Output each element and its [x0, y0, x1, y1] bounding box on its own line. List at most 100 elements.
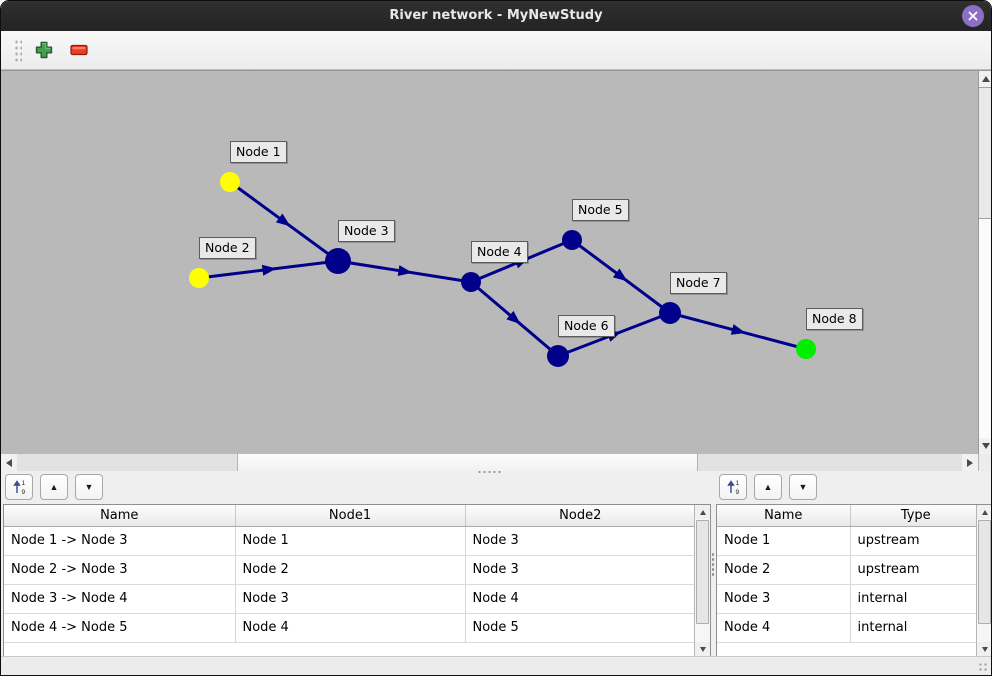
- node-label: Node 1: [230, 141, 287, 163]
- sort-button[interactable]: 1 9: [719, 474, 747, 500]
- node-circle[interactable]: [562, 230, 582, 250]
- node-circle[interactable]: [796, 339, 816, 359]
- node-label: Node 5: [572, 199, 629, 221]
- canvas-horizontal-scrollbar[interactable]: [1, 454, 978, 471]
- svg-text:9: 9: [21, 489, 25, 495]
- down-arrow-icon: ▼: [798, 482, 808, 492]
- node-circle[interactable]: [189, 268, 209, 288]
- main-toolbar: [1, 31, 991, 70]
- node-circle[interactable]: [461, 272, 481, 292]
- column-header: Name: [4, 505, 236, 527]
- close-icon: [968, 11, 978, 21]
- svg-text:9: 9: [735, 489, 739, 495]
- table-cell[interactable]: internal: [850, 584, 976, 614]
- splitter-grip[interactable]: [711, 552, 715, 576]
- scroll-thumb[interactable]: [978, 520, 991, 624]
- table-cell[interactable]: Node 2: [717, 555, 851, 585]
- horizontal-scroll-track[interactable]: [698, 454, 962, 471]
- table-cell[interactable]: upstream: [850, 526, 976, 556]
- table-cell[interactable]: Node 3: [717, 584, 851, 614]
- column-header: Type: [850, 505, 976, 527]
- links-table-scrollbar[interactable]: [694, 505, 710, 656]
- scroll-up-arrow[interactable]: [977, 505, 991, 519]
- move-up-button[interactable]: ▲: [40, 474, 68, 500]
- table-cell[interactable]: Node 3 -> Node 4: [4, 584, 236, 614]
- node-circle[interactable]: [659, 302, 681, 324]
- table-cell[interactable]: Node 2 -> Node 3: [4, 555, 236, 585]
- edge-arrow-icon: [730, 324, 746, 335]
- network-svg: [189, 172, 816, 367]
- table-cell[interactable]: Node 3: [465, 526, 694, 556]
- table-cell[interactable]: Node 1 -> Node 3: [4, 526, 236, 556]
- scroll-down-arrow[interactable]: [977, 642, 991, 656]
- sort-ascending-icon: 1 9: [726, 480, 739, 495]
- table-cell[interactable]: Node 1: [717, 526, 851, 556]
- edge-arrow-icon: [397, 265, 413, 276]
- table-cell[interactable]: Node 3: [465, 555, 694, 585]
- table-cell[interactable]: Node 4 -> Node 5: [4, 613, 236, 643]
- horizontal-splitter[interactable]: [1, 470, 991, 474]
- node-label: Node 3: [338, 220, 395, 242]
- scroll-thumb[interactable]: [696, 520, 709, 624]
- table-cell[interactable]: Node 3: [235, 584, 466, 614]
- vertical-scroll-thumb[interactable]: [979, 87, 991, 219]
- table-cell[interactable]: Node 5: [465, 613, 694, 643]
- table-cell[interactable]: Node 2: [235, 555, 466, 585]
- node-circle[interactable]: [325, 248, 351, 274]
- sort-button[interactable]: 1 9: [5, 474, 33, 500]
- edge-arrow-icon: [275, 213, 291, 227]
- node-label: Node 6: [558, 315, 615, 337]
- scroll-down-arrow[interactable]: [695, 642, 710, 656]
- minus-icon: [70, 44, 88, 56]
- sort-ascending-icon: 1 9: [12, 480, 25, 495]
- scroll-down-arrow[interactable]: [979, 438, 991, 454]
- table-cell[interactable]: upstream: [850, 555, 976, 585]
- table-cell[interactable]: Node 4: [235, 613, 466, 643]
- scroll-right-arrow[interactable]: [962, 454, 978, 471]
- vertical-splitter[interactable]: [711, 474, 715, 658]
- node-circle[interactable]: [547, 345, 569, 367]
- toolbar-drag-handle[interactable]: [13, 38, 22, 62]
- table-cell[interactable]: Node 4: [717, 613, 851, 643]
- canvas-vertical-scrollbar[interactable]: [978, 71, 991, 454]
- table-cell[interactable]: internal: [850, 613, 976, 643]
- add-button[interactable]: [31, 37, 57, 63]
- column-header: Name: [717, 505, 851, 527]
- move-down-button[interactable]: ▼: [75, 474, 103, 500]
- table-cell[interactable]: Node 4: [465, 584, 694, 614]
- horizontal-scroll-track[interactable]: [17, 454, 237, 471]
- horizontal-scroll-thumb[interactable]: [237, 454, 698, 471]
- move-down-button[interactable]: ▼: [789, 474, 817, 500]
- resize-grip[interactable]: [978, 662, 988, 672]
- scroll-up-arrow[interactable]: [695, 505, 710, 519]
- table-cell[interactable]: Node 1: [235, 526, 466, 556]
- close-button[interactable]: [962, 5, 984, 27]
- nodes-table-scrollbar[interactable]: [976, 505, 991, 656]
- node-circle[interactable]: [220, 172, 240, 192]
- splitter-grip[interactable]: [477, 470, 503, 474]
- move-up-button[interactable]: ▲: [754, 474, 782, 500]
- scroll-left-arrow[interactable]: [1, 454, 17, 471]
- column-header: Node1: [235, 505, 466, 527]
- node-label: Node 8: [806, 308, 863, 330]
- node-label: Node 4: [471, 241, 528, 263]
- scroll-up-arrow[interactable]: [979, 71, 991, 87]
- status-bar: [1, 656, 991, 675]
- svg-text:1: 1: [735, 480, 739, 487]
- remove-button[interactable]: [66, 37, 92, 63]
